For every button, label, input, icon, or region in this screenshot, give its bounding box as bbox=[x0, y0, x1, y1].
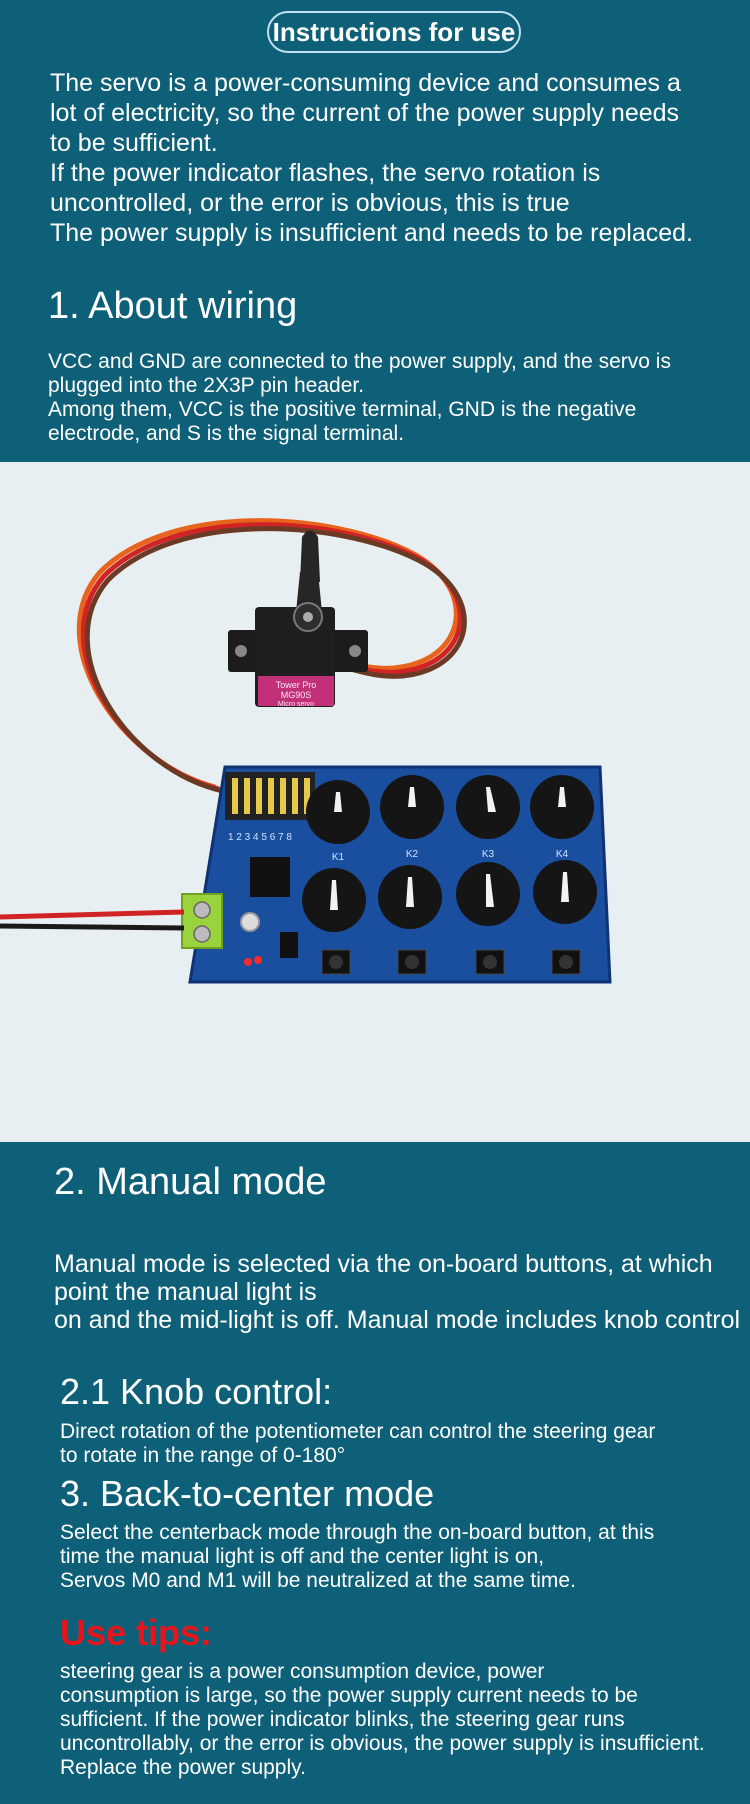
center-title: 3. Back-to-center mode bbox=[60, 1473, 435, 1514]
instructions-pill-label: Instructions for use bbox=[272, 16, 516, 47]
knob-label-k4: K4 bbox=[556, 849, 569, 860]
knob-label-k3: K3 bbox=[482, 849, 495, 860]
manual-text: Manual mode is selected via the on-board… bbox=[54, 1250, 744, 1334]
wiring-title: 1. About wiring bbox=[48, 285, 298, 327]
knob-line: to rotate in the range of 0-180° bbox=[60, 1444, 346, 1467]
manual-line: point the manual light is bbox=[54, 1278, 317, 1306]
wiring-line: electrode, and S is the signal terminal. bbox=[48, 422, 405, 445]
servo-motor: Tower Pro MG90S Micro servo bbox=[228, 530, 368, 708]
center-text: Select the centerback mode through the o… bbox=[60, 1521, 740, 1593]
power-wire-red bbox=[0, 909, 185, 920]
knob-title: 2.1 Knob control: bbox=[60, 1371, 333, 1412]
power-led bbox=[244, 958, 252, 966]
knob-text: Direct rotation of the potentiometer can… bbox=[60, 1420, 740, 1468]
wiring-text: VCC and GND are connected to the power s… bbox=[48, 350, 738, 446]
servo-type-label: Micro servo bbox=[278, 701, 314, 708]
microcontroller-chip bbox=[250, 857, 290, 897]
manual-title: 2. Manual mode bbox=[54, 1161, 327, 1203]
knob-label-k1: K1 bbox=[332, 852, 345, 863]
intro-line: to be sufficient. bbox=[50, 129, 218, 157]
center-line: Servos M0 and M1 will be neutralized at … bbox=[60, 1569, 576, 1592]
intro-line: If the power indicator flashes, the serv… bbox=[50, 159, 601, 187]
top-section bbox=[0, 0, 750, 462]
servo-model-label: MG90S bbox=[281, 690, 312, 700]
power-terminal-block bbox=[181, 893, 223, 949]
wiring-line: VCC and GND are connected to the power s… bbox=[48, 350, 671, 373]
instructions-pill: Instructions for use bbox=[267, 11, 521, 53]
product-photo: Tower Pro MG90S Micro servo 1 2 3 4 5 6 … bbox=[0, 462, 750, 1142]
bottom-section bbox=[0, 1142, 750, 1804]
tips-line: uncontrollably, or the error is obvious,… bbox=[60, 1732, 705, 1755]
knob-label-k2: K2 bbox=[406, 849, 419, 860]
power-wire-black bbox=[0, 923, 185, 931]
tips-line: Replace the power supply. bbox=[60, 1756, 306, 1779]
tips-title: Use tips: bbox=[60, 1612, 213, 1653]
servo-cable-brown bbox=[84, 526, 467, 794]
center-line: time the manual light is off and the cen… bbox=[60, 1545, 545, 1568]
tips-line: sufficient. If the power indicator blink… bbox=[60, 1708, 625, 1731]
intro-text: The servo is a power-consuming device an… bbox=[50, 68, 730, 248]
intro-line: lot of electricity, so the current of th… bbox=[50, 99, 680, 127]
intro-line: The servo is a power-consuming device an… bbox=[50, 69, 681, 97]
servo-board-illustration: Tower Pro MG90S Micro servo 1 2 3 4 5 6 … bbox=[0, 518, 612, 984]
header-numbers: 1 2 3 4 5 6 7 8 bbox=[228, 832, 292, 843]
manual-line: Manual mode is selected via the on-board… bbox=[54, 1250, 713, 1278]
manual-line: on and the mid-light is off. Manual mode… bbox=[54, 1306, 741, 1334]
knob-row-bottom bbox=[302, 860, 597, 932]
intro-line: uncontrolled, or the error is obvious, t… bbox=[50, 189, 570, 217]
tips-line: consumption is large, so the power suppl… bbox=[60, 1684, 638, 1707]
knob-line: Direct rotation of the potentiometer can… bbox=[60, 1420, 656, 1443]
knob-row-top: K1 K2 K3 K4 bbox=[306, 775, 594, 863]
tips-text: steering gear is a power consumption dev… bbox=[60, 1660, 746, 1780]
tips-line: steering gear is a power consumption dev… bbox=[60, 1660, 545, 1683]
wiring-line: Among them, VCC is the positive terminal… bbox=[48, 398, 637, 421]
intro-line: The power supply is insufficient and nee… bbox=[50, 219, 693, 247]
wiring-line: plugged into the 2X3P pin header. bbox=[48, 374, 365, 397]
center-line: Select the centerback mode through the o… bbox=[60, 1521, 655, 1544]
push-buttons bbox=[321, 949, 581, 975]
servo-brand-label: Tower Pro bbox=[276, 680, 317, 690]
